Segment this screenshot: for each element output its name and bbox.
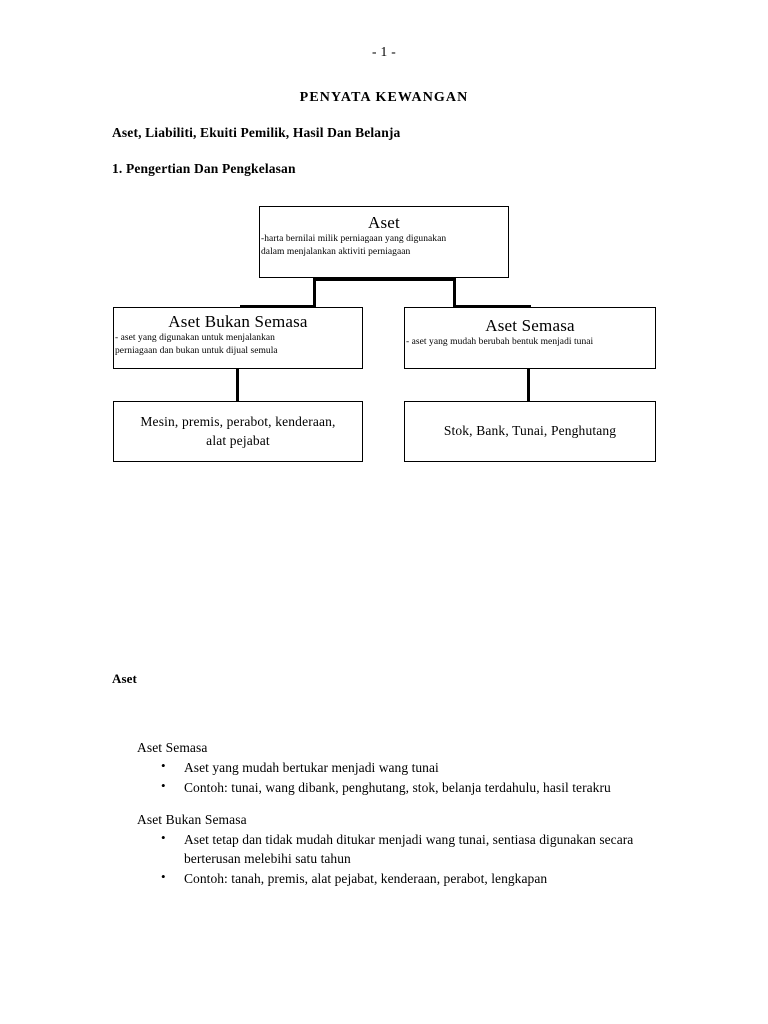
notes-heading: Aset bbox=[112, 671, 137, 686]
node-description-aset-line1: -harta bernilai milik perniagaan yang di… bbox=[261, 234, 447, 245]
diagram-node-aset-bukan-semasa-examples: Mesin, premis, perabot, kenderaan, alat … bbox=[113, 401, 363, 462]
connector-vertical-left bbox=[313, 278, 316, 308]
node-title-aset-bukan-semasa: Aset Bukan Semasa bbox=[168, 312, 308, 331]
notes-bullet-item: Contoh: tunai, wang dibank, penghutang, … bbox=[137, 777, 677, 797]
section-heading: 1. Pengertian Dan Pengkelasan bbox=[112, 161, 296, 176]
notes-bullet-item: Aset yang mudah bertukar menjadi wang tu… bbox=[137, 757, 677, 777]
diagram-node-aset: Aset -harta bernilai milik perniagaan ya… bbox=[259, 206, 509, 278]
page-number: - 1 - bbox=[372, 44, 396, 59]
notes-bullet-item: Contoh: tanah, premis, alat pejabat, ken… bbox=[137, 868, 677, 888]
connector-vertical-right bbox=[453, 278, 456, 308]
node-examples-bukan-semasa-line1: Mesin, premis, perabot, kenderaan, bbox=[140, 414, 336, 430]
document-subtitle: Aset, Liabiliti, Ekuiti Pemilik, Hasil D… bbox=[112, 125, 401, 140]
asset-classification-diagram: Aset -harta bernilai milik perniagaan ya… bbox=[0, 0, 768, 500]
diagram-node-aset-bukan-semasa: Aset Bukan Semasa - aset yang digunakan … bbox=[113, 307, 363, 369]
node-examples-bukan-semasa-line2: alat pejabat bbox=[206, 432, 270, 448]
notes-bullet-list-semasa: Aset yang mudah bertukar menjadi wang tu… bbox=[137, 757, 677, 797]
connector-stub-left bbox=[240, 305, 316, 308]
document-title: PENYATA KEWANGAN bbox=[299, 90, 469, 105]
node-title-aset-semasa: Aset Semasa bbox=[485, 316, 575, 335]
notes-bullet-item: Aset tetap dan tidak mudah ditukar menja… bbox=[137, 829, 677, 868]
node-examples-bukan-semasa: Mesin, premis, perabot, kenderaan, alat … bbox=[140, 413, 335, 449]
node-description-aset-bukan-semasa-line1: - aset yang digunakan untuk menjalankan bbox=[115, 333, 275, 344]
node-description-aset-semasa-line1: - aset yang mudah berubah bentuk menjadi… bbox=[406, 337, 594, 348]
notes-group-title-semasa: Aset Semasa bbox=[137, 740, 208, 755]
diagram-node-aset-semasa: Aset Semasa - aset yang mudah berubah be… bbox=[404, 307, 656, 369]
node-description-aset-bukan-semasa-line2: perniagaan dan bukan untuk dijual semula bbox=[115, 345, 278, 356]
node-description-aset-line2: dalam menjalankan aktiviti perniagaan bbox=[261, 246, 411, 257]
node-title-aset: Aset bbox=[368, 213, 400, 232]
connector-vertical-bukan-semasa bbox=[236, 369, 239, 402]
connector-stub-right bbox=[453, 305, 531, 308]
node-examples-semasa-line1: Stok, Bank, Tunai, Penghutang bbox=[443, 423, 617, 439]
node-examples-semasa: Stok, Bank, Tunai, Penghutang bbox=[444, 422, 616, 440]
notes-group-aset-semasa: Aset Semasa Aset yang mudah bertukar men… bbox=[137, 740, 677, 798]
diagram-node-aset-semasa-examples: Stok, Bank, Tunai, Penghutang bbox=[404, 401, 656, 462]
notes-group-aset-bukan-semasa: Aset Bukan Semasa Aset tetap dan tidak m… bbox=[137, 812, 677, 889]
notes-bullet-list-bukan-semasa: Aset tetap dan tidak mudah ditukar menja… bbox=[137, 829, 677, 888]
connector-horizontal-root bbox=[313, 278, 456, 281]
notes-group-title-bukan-semasa: Aset Bukan Semasa bbox=[137, 812, 247, 827]
connector-vertical-semasa bbox=[527, 369, 530, 402]
